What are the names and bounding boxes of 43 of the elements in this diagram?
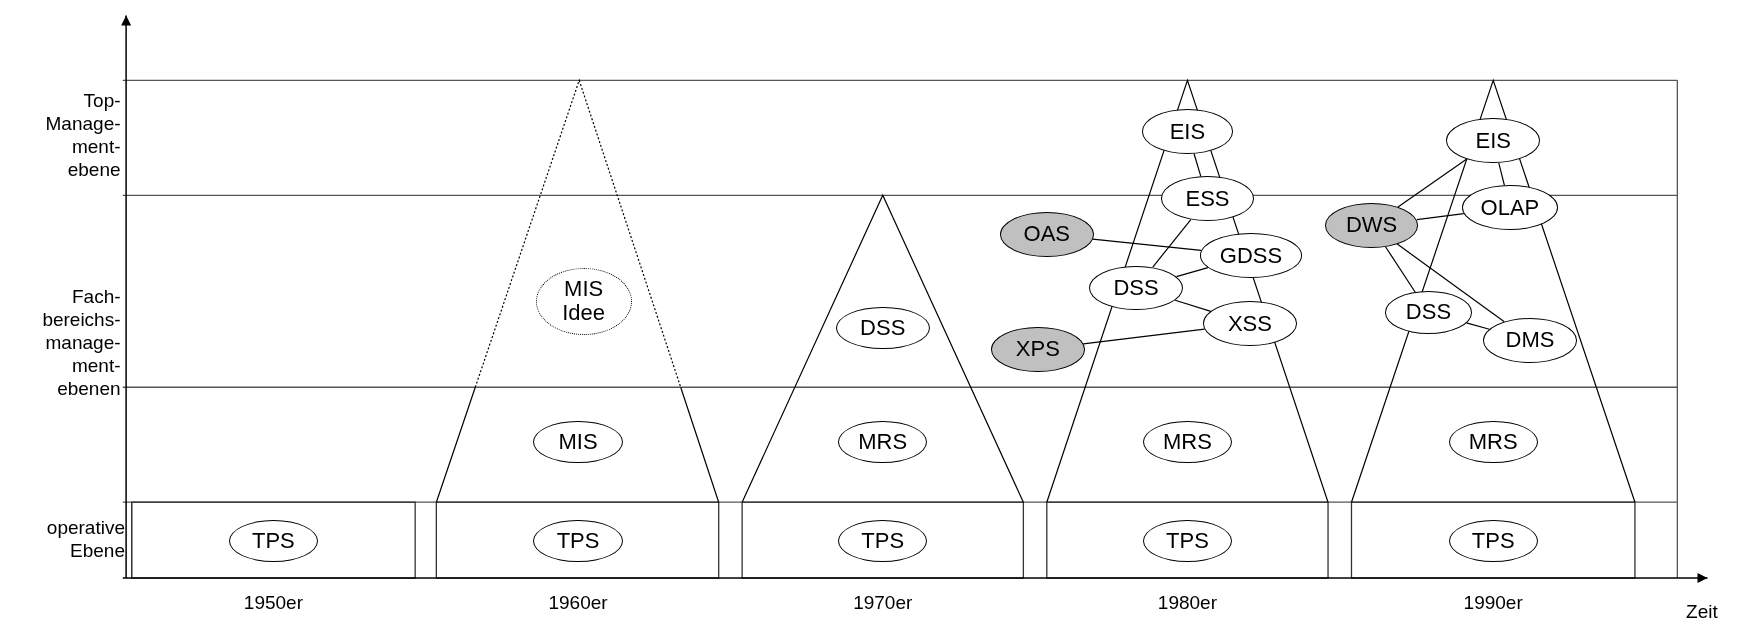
band-label: operative Ebene [45, 515, 125, 562]
connector-line [1465, 322, 1491, 330]
connector-line [1092, 238, 1202, 251]
ellipse-node: TPS [533, 520, 623, 563]
ellipse-node: TPS [1142, 520, 1233, 563]
ellipse-node: TPS [1448, 520, 1538, 563]
decade-label: 1960er [547, 591, 609, 615]
ellipse-node: DSS [835, 306, 930, 350]
ellipse-node: ESS [1160, 176, 1255, 221]
band-label: Fach- bereichs- manage- ment- ebenen [41, 284, 121, 400]
ellipse-node: DWS [1324, 203, 1419, 248]
ellipse-node: MIS [533, 420, 623, 464]
decade-label: 1980er [1156, 591, 1218, 615]
ellipse-node: OLAP [1461, 185, 1558, 230]
ellipse-node: TPS [228, 520, 319, 563]
ellipse-node: MIS Idee [535, 267, 632, 335]
band-label: Top- Manage- ment- ebene [44, 89, 121, 182]
connector-line [1174, 299, 1212, 312]
decade-label: 1970er [852, 591, 914, 615]
ellipse-node: MRS [1448, 420, 1538, 464]
ellipse-node: EIS [1141, 109, 1234, 154]
connector-line [1175, 267, 1209, 278]
connector-line [1396, 243, 1505, 323]
connector-line [1498, 162, 1505, 186]
connector-line [1193, 153, 1202, 178]
ellipse-node: OAS [999, 212, 1094, 257]
ellipse-node: MRS [1142, 420, 1233, 464]
ellipse-node: DSS [1089, 265, 1183, 311]
connector-line [1397, 158, 1468, 208]
ellipse-node: GDSS [1199, 233, 1303, 278]
decade-label: 1950er [242, 591, 304, 615]
decade-label: 1990er [1462, 591, 1524, 615]
connector-line [1384, 246, 1416, 293]
ellipse-node: TPS [838, 520, 928, 563]
axis-label: Zeit [1685, 600, 1719, 624]
ellipse-node: EIS [1446, 118, 1541, 163]
ellipse-node: MRS [838, 420, 928, 464]
ellipse-node: XPS [991, 327, 1085, 372]
connector-line [1416, 212, 1465, 221]
ellipse-node: XSS [1203, 301, 1297, 346]
connector-line [1082, 328, 1206, 345]
ellipse-node: DSS [1384, 291, 1472, 334]
ellipse-node: DMS [1483, 318, 1577, 363]
